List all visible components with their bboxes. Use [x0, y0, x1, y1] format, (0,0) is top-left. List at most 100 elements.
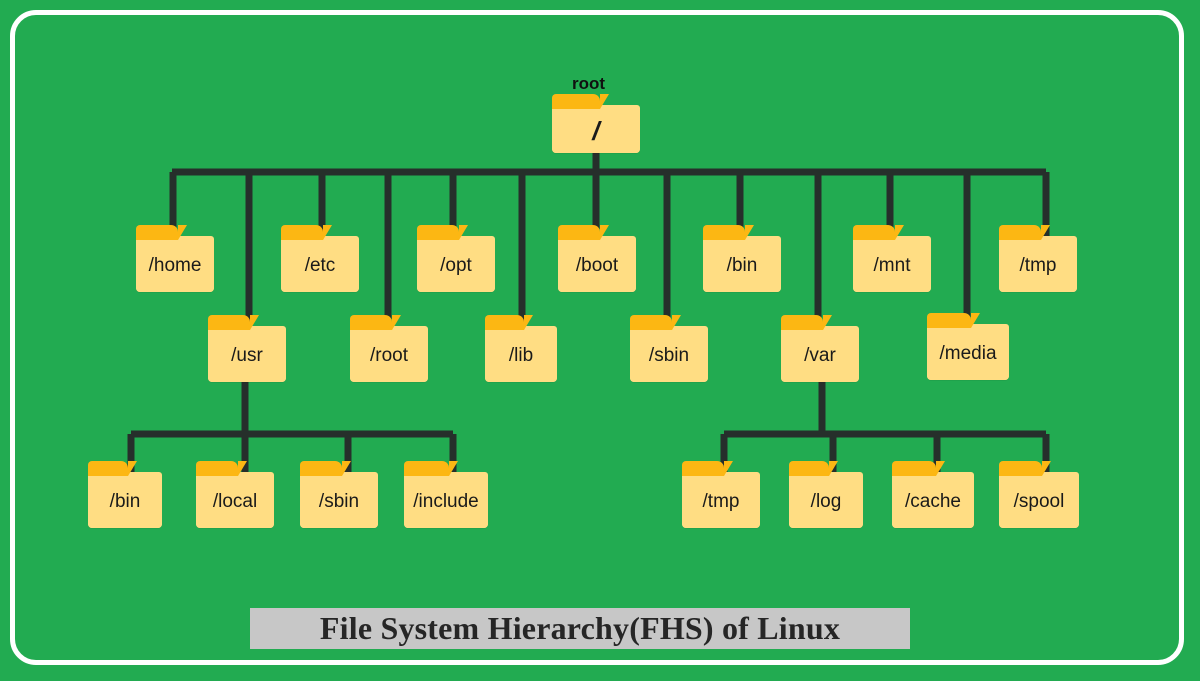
- folder-node-media[interactable]: /media: [927, 313, 1009, 380]
- folder-node-usr-local[interactable]: /local: [196, 461, 274, 528]
- folder-body: /mnt: [853, 240, 931, 292]
- folder-body: /sbin: [630, 330, 708, 382]
- folder-body: /sbin: [300, 476, 378, 528]
- folder-body: /tmp: [682, 476, 760, 528]
- folder-label: /sbin: [648, 345, 690, 366]
- folder-label: /home: [148, 255, 202, 276]
- folder-body: /bin: [88, 476, 162, 528]
- folder-node-root-dir[interactable]: /root: [350, 315, 428, 382]
- folder-body: /tmp: [999, 240, 1077, 292]
- folder-icon-etc: /etc: [281, 225, 359, 292]
- diagram-title: File System Hierarchy(FHS) of Linux: [319, 610, 841, 646]
- folder-icon-var-spool: /spool: [999, 461, 1079, 528]
- folder-body: /bin: [703, 240, 781, 292]
- folder-label: /tmp: [702, 491, 740, 512]
- folder-icon-media: /media: [927, 313, 1009, 380]
- folder-label: /boot: [575, 255, 619, 276]
- folder-tab-icon: [892, 461, 946, 476]
- folder-body: /etc: [281, 240, 359, 292]
- folder-icon-root: /: [552, 94, 640, 153]
- folder-icon-var: /var: [781, 315, 859, 382]
- folder-icon-boot: /boot: [558, 225, 636, 292]
- folder-tab-icon: [630, 315, 682, 330]
- folder-label: /: [592, 115, 600, 146]
- folder-label: /log: [810, 491, 842, 512]
- diagram-title-banner: File System Hierarchy(FHS) of Linux: [250, 608, 910, 649]
- folder-icon-usr-bin: /bin: [88, 461, 162, 528]
- folder-label: /usr: [231, 345, 263, 366]
- folder-body: /var: [781, 330, 859, 382]
- folder-node-home[interactable]: /home: [136, 225, 214, 292]
- folder-node-usr-include[interactable]: /include: [404, 461, 488, 528]
- folder-node-tmp[interactable]: /tmp: [999, 225, 1077, 292]
- folder-body: /opt: [417, 240, 495, 292]
- folder-label: /mnt: [873, 255, 911, 276]
- folder-tab-icon: [300, 461, 352, 476]
- folder-body: /cache: [892, 476, 974, 528]
- folder-node-var[interactable]: /var: [781, 315, 859, 382]
- folder-icon-tmp: /tmp: [999, 225, 1077, 292]
- folder-tab-icon: [999, 461, 1052, 476]
- folder-node-boot[interactable]: /boot: [558, 225, 636, 292]
- folder-body: /lib: [485, 330, 557, 382]
- folder-label: /cache: [905, 491, 961, 512]
- folder-label: /root: [369, 345, 409, 366]
- folder-tab-icon: [552, 94, 608, 109]
- folder-tab-icon: [789, 461, 838, 476]
- folder-label: /lib: [508, 345, 534, 366]
- folder-body: /: [552, 109, 640, 153]
- folder-tab-icon: [558, 225, 610, 240]
- folder-tab-icon: [417, 225, 469, 240]
- folder-body: /root: [350, 330, 428, 382]
- folder-label: /opt: [440, 255, 472, 276]
- folder-tab-icon: [88, 461, 137, 476]
- folder-body: /local: [196, 476, 274, 528]
- folder-icon-mnt: /mnt: [853, 225, 931, 292]
- folder-body: /home: [136, 240, 214, 292]
- folder-icon-sbin: /sbin: [630, 315, 708, 382]
- folder-label: /etc: [304, 255, 336, 276]
- folder-tab-icon: [927, 313, 981, 328]
- folder-label: /bin: [726, 255, 758, 276]
- folder-label: /local: [212, 491, 258, 512]
- folder-label: /sbin: [318, 491, 360, 512]
- folder-label: /bin: [109, 491, 141, 512]
- folder-body: /boot: [558, 240, 636, 292]
- folder-tab-icon: [350, 315, 402, 330]
- folder-tab-icon: [999, 225, 1051, 240]
- folder-body: /include: [404, 476, 488, 528]
- folder-icon-opt: /opt: [417, 225, 495, 292]
- folder-node-opt[interactable]: /opt: [417, 225, 495, 292]
- folder-node-usr[interactable]: /usr: [208, 315, 286, 382]
- folder-node-lib[interactable]: /lib: [485, 315, 557, 382]
- root-caption: root: [572, 74, 606, 93]
- folder-node-root[interactable]: /: [552, 94, 640, 153]
- folder-label: /tmp: [1019, 255, 1057, 276]
- folder-label: /media: [939, 343, 997, 364]
- folder-icon-lib: /lib: [485, 315, 557, 382]
- folder-body: /usr: [208, 330, 286, 382]
- folder-tab-icon: [136, 225, 188, 240]
- folder-icon-var-cache: /cache: [892, 461, 974, 528]
- folder-body: /media: [927, 328, 1009, 380]
- folder-node-var-spool[interactable]: /spool: [999, 461, 1079, 528]
- folder-icon-usr-local: /local: [196, 461, 274, 528]
- folder-tab-icon: [703, 225, 755, 240]
- folder-node-var-tmp[interactable]: /tmp: [682, 461, 760, 528]
- folder-tab-icon: [208, 315, 260, 330]
- folder-node-sbin[interactable]: /sbin: [630, 315, 708, 382]
- folder-node-bin[interactable]: /bin: [703, 225, 781, 292]
- folder-icon-var-tmp: /tmp: [682, 461, 760, 528]
- folder-tab-icon: [853, 225, 905, 240]
- folder-node-etc[interactable]: /etc: [281, 225, 359, 292]
- folder-icon-usr-include: /include: [404, 461, 488, 528]
- folder-tab-icon: [682, 461, 734, 476]
- folder-tab-icon: [404, 461, 459, 476]
- folder-node-var-log[interactable]: /log: [789, 461, 863, 528]
- folder-node-usr-sbin[interactable]: /sbin: [300, 461, 378, 528]
- folder-node-mnt[interactable]: /mnt: [853, 225, 931, 292]
- folder-node-var-cache[interactable]: /cache: [892, 461, 974, 528]
- folder-body: /log: [789, 476, 863, 528]
- folder-node-usr-bin[interactable]: /bin: [88, 461, 162, 528]
